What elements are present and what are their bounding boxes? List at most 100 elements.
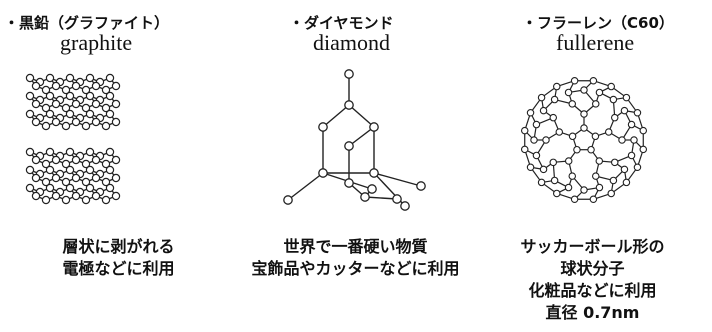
carbon-atom: [51, 191, 61, 201]
carbon-atom: [416, 181, 426, 191]
carbon-atom: [101, 121, 111, 131]
carbon-atom: [61, 121, 71, 131]
diamond-title-en: diamond: [313, 30, 390, 55]
diamond-desc-line-2: 宝飾品やカッターなどに利用: [251, 259, 460, 278]
fullerene-title-en: fullerene: [556, 30, 635, 55]
carbon-atom: [25, 73, 35, 83]
carbon-atom: [580, 124, 588, 132]
carbon-atom: [65, 91, 75, 101]
carbon-atom: [41, 121, 51, 131]
carbon-atom: [553, 82, 561, 91]
carbon-atom: [31, 173, 41, 183]
diamond-desc-line-1: 世界で一番硬い物質: [283, 237, 428, 256]
carbon-atom: [630, 136, 638, 144]
graphite-description: 層状に剥がれる 電極などに利用: [0, 236, 237, 280]
carbon-atom: [45, 91, 55, 101]
carbon-atom: [568, 172, 577, 180]
carbon-atom: [526, 109, 535, 117]
carbon-atom: [81, 177, 91, 187]
carbon-atom: [65, 183, 75, 193]
carbon-atom: [620, 165, 629, 174]
carbon-atom: [41, 85, 51, 95]
carbon-atom: [101, 159, 111, 169]
diamond-panel: ・ダイヤモンド diamond 世界で一番硬い物質 宝飾品やカッターなどに利用: [237, 0, 474, 332]
carbon-atom: [539, 165, 548, 174]
carbon-atom: [564, 88, 573, 97]
carbon-atom: [25, 165, 35, 175]
carbon-atom: [550, 176, 559, 185]
carbon-atom: [111, 117, 121, 127]
carbon-atom: [101, 177, 111, 187]
fullerene-title-jp: ・フラーレン（C60）: [522, 14, 674, 32]
carbon-atom: [41, 103, 51, 113]
carbon-atom: [65, 165, 75, 175]
carbon-atom: [101, 85, 111, 95]
carbon-atom: [91, 81, 101, 91]
carbon-atom: [71, 173, 81, 183]
carbon-atom: [105, 73, 115, 83]
carbon-atom: [105, 109, 115, 119]
carbon-atom: [610, 158, 619, 167]
carbon-atom: [587, 145, 595, 154]
carbon-atom: [595, 88, 604, 97]
carbon-atom: [549, 113, 558, 122]
carbon-atom: [618, 136, 626, 144]
carbon-atom: [85, 91, 95, 101]
carbon-atom: [344, 69, 354, 79]
carbon-atom: [610, 113, 619, 122]
carbon-atom: [51, 99, 61, 109]
bond: [373, 172, 422, 187]
carbon-atom: [61, 85, 71, 95]
carbon-atom: [61, 195, 71, 205]
carbon-atom: [607, 82, 615, 91]
carbon-atom: [25, 109, 35, 119]
carbon-atom: [71, 99, 81, 109]
carbon-atom: [620, 106, 629, 115]
carbon-atom: [570, 195, 579, 204]
carbon-atom: [51, 155, 61, 165]
carbon-atom: [568, 100, 577, 108]
carbon-atom: [105, 91, 115, 101]
carbon-atom: [344, 178, 354, 188]
carbon-atom: [550, 95, 559, 104]
carbon-atom: [520, 145, 529, 154]
carbon-atom: [580, 186, 588, 194]
carbon-atom: [45, 147, 55, 157]
carbon-atom: [639, 126, 648, 135]
carbon-atom: [51, 81, 61, 91]
carbon-atom: [627, 151, 636, 160]
carbon-atom: [31, 117, 41, 127]
carbon-atom: [639, 145, 648, 154]
carbon-atom: [25, 147, 35, 157]
carbon-atom: [91, 191, 101, 201]
carbon-atom: [65, 147, 75, 157]
graphite-desc-line-1: 層状に剥がれる: [62, 237, 175, 256]
carbon-atom: [318, 122, 328, 132]
carbon-atom: [573, 145, 581, 154]
carbon-atom: [101, 103, 111, 113]
fullerene-desc-line-3: 化粧品などに利用: [528, 281, 657, 300]
carbon-atom: [91, 117, 101, 127]
bond: [364, 196, 398, 200]
carbon-atom: [526, 163, 535, 171]
carbon-atom: [609, 95, 618, 104]
carbon-atom: [45, 109, 55, 119]
carbon-atom: [591, 132, 600, 141]
graphite-panel: ・黒鉛（グラファイト） graphite 層状に剥がれる 電極などに利用: [0, 0, 237, 332]
carbon-atom: [25, 183, 35, 193]
diamond-description: 世界で一番硬い物質 宝飾品やカッターなどに利用: [237, 236, 474, 280]
carbon-atom: [45, 165, 55, 175]
carbon-atom: [91, 173, 101, 183]
carbon-atom: [91, 155, 101, 165]
bond: [348, 104, 375, 128]
carbon-atom: [81, 103, 91, 113]
carbon-atom: [360, 192, 370, 202]
carbon-atom: [344, 100, 354, 110]
carbon-atom: [591, 100, 600, 108]
carbon-atom: [85, 147, 95, 157]
carbon-atom: [81, 195, 91, 205]
fullerene-desc-line-1: サッカーボール形の: [520, 237, 665, 256]
carbon-atom: [555, 128, 564, 136]
carbon-atom: [101, 195, 111, 205]
